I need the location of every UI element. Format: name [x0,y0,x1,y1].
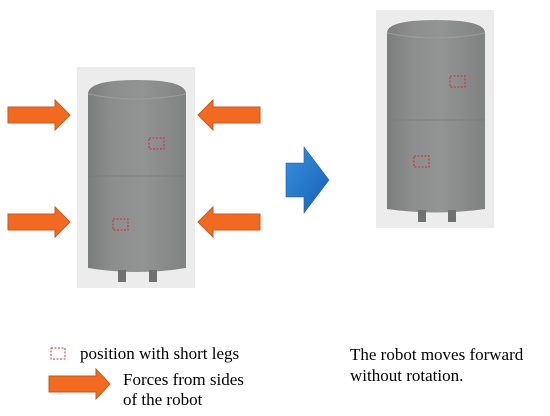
short-leg-marker [449,75,466,88]
force-arrow-icon [197,98,261,132]
force-arrow-icon [7,98,71,132]
legend-forces-label-line1: Forces from sides [123,370,244,389]
caption-line1: The robot moves forward [350,345,524,364]
short-leg-marker [413,155,430,168]
force-arrow-icon [7,205,71,239]
motion-arrow-icon [285,146,330,214]
legend-short-legs-label: position with short legs [80,344,240,363]
robot-left-leg-right [149,270,157,282]
legend-force-arrow-icon [48,367,111,401]
robot-right-leg-left [418,210,426,222]
short-leg-marker [148,137,165,150]
caption-line2: without rotation. [350,366,464,385]
robot-left [77,67,195,288]
robot-right-body [387,20,485,213]
robot-left-leg-left [118,270,126,282]
legend-forces-label-line2: of the robot [123,390,203,409]
robot-right-top-rim [386,32,486,39]
legend-short-leg-marker-icon [50,347,66,360]
force-arrow-icon [197,205,261,239]
short-leg-marker [112,218,129,231]
robot-right-leg-right [448,210,456,222]
force-arrows [7,98,261,239]
robot-left-top-rim [87,93,187,100]
legend-symbols [48,347,111,401]
robot-right [376,10,494,228]
